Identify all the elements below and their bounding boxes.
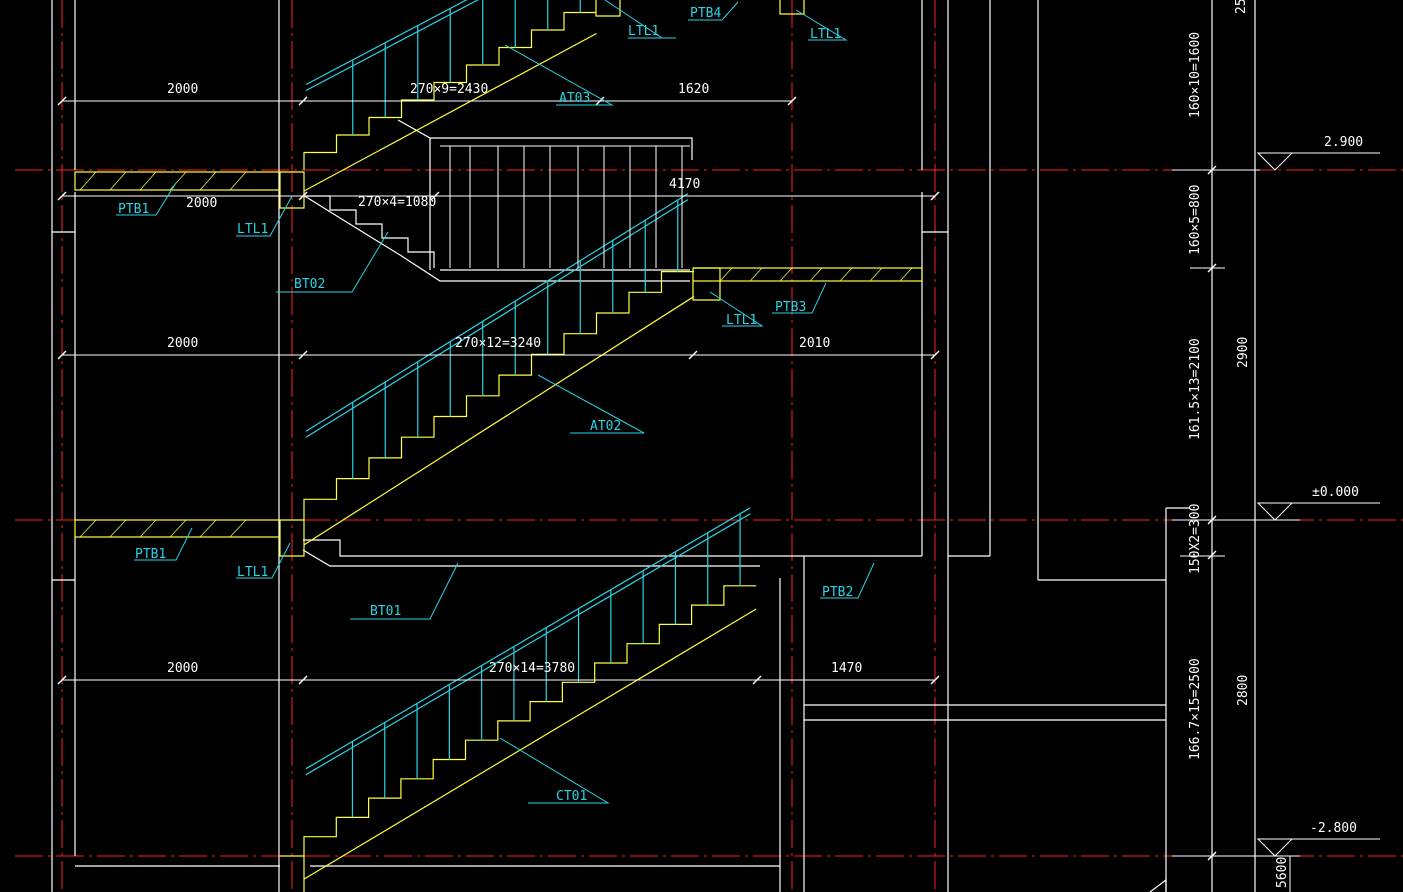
dimension-texts: 2000 270×9=2430 1620 2000 270×4=1080 417… — [167, 82, 862, 676]
label-ptb2: PTB2 — [822, 585, 853, 600]
dim-text: 161.5×13=2100 — [1188, 338, 1203, 440]
landing-railing — [440, 145, 690, 268]
handrail — [305, 193, 689, 432]
label-ltl1: LTL1 — [810, 27, 841, 42]
handrail — [305, 199, 689, 438]
stair-steps — [303, 11, 597, 170]
dim-text: 166.7×15=2500 — [1188, 658, 1203, 760]
dim-text: 5600 — [1275, 857, 1290, 888]
label-bt02: BT02 — [294, 277, 325, 292]
leader-lines — [116, 0, 875, 804]
dim-text: 160×5=800 — [1188, 185, 1203, 255]
floor-slabs — [74, 0, 923, 892]
dim-text: 2000 — [167, 661, 198, 676]
stair-steps — [304, 195, 435, 268]
stair-soffit — [303, 608, 757, 880]
elevation-texts: 2.900 ±0.000 -2.800 — [1310, 135, 1363, 836]
dim-text: 2000 — [167, 336, 198, 351]
elevation-text: ±0.000 — [1312, 485, 1359, 500]
railings — [305, 0, 751, 818]
handrail — [305, 0, 479, 92]
label-ct01: CT01 — [556, 789, 587, 804]
dim-text: 150X2=300 — [1188, 504, 1203, 574]
stair-flights — [303, 11, 757, 880]
label-ltl1: LTL1 — [237, 565, 268, 580]
stair-steps — [303, 585, 757, 856]
elevation-text: 2.900 — [1324, 135, 1363, 150]
vertical-dimension-texts: 25 160×10=1600 160×5=800 161.5×13=2100 2… — [1188, 0, 1290, 888]
dim-text: 1620 — [678, 82, 709, 97]
dim-text: 2900 — [1236, 337, 1251, 368]
dim-text: 1470 — [831, 661, 862, 676]
handrail — [305, 0, 468, 86]
label-ptb3: PTB3 — [775, 300, 806, 315]
dim-text: 270×9=2430 — [410, 82, 488, 97]
handrail — [305, 507, 751, 770]
axis-lines — [15, 0, 1403, 892]
walls — [51, 0, 1256, 892]
dimension-lines — [57, 0, 1380, 892]
label-ltl1: LTL1 — [628, 24, 659, 39]
dim-text: 2800 — [1236, 675, 1251, 706]
label-ltl1: LTL1 — [726, 313, 757, 328]
stair-soffit — [303, 32, 597, 192]
label-ptb1: PTB1 — [135, 547, 166, 562]
label-at03: AT03 — [559, 91, 590, 106]
dim-text: 270×4=1080 — [358, 195, 436, 210]
dim-text: 2010 — [799, 336, 830, 351]
elevation-text: -2.800 — [1310, 821, 1357, 836]
label-ptb4: PTB4 — [690, 6, 721, 21]
label-ptb1: PTB1 — [118, 202, 149, 217]
label-at02: AT02 — [590, 419, 621, 434]
dim-text: 25 — [1234, 0, 1249, 14]
stair-steps — [303, 271, 694, 520]
stair-soffit — [303, 295, 695, 546]
handrail — [305, 513, 751, 776]
dim-text: 2000 — [167, 82, 198, 97]
dim-text: 2000 — [186, 196, 217, 211]
dim-text: 270×14=3780 — [489, 661, 575, 676]
label-ltl1: LTL1 — [237, 222, 268, 237]
dim-text: 160×10=1600 — [1188, 32, 1203, 118]
dim-text: 270×12=3240 — [455, 336, 541, 351]
label-bt01: BT01 — [370, 604, 401, 619]
dim-text: 4170 — [669, 177, 700, 192]
component-labels: PTB4 LTL1 LTL1 AT03 PTB1 LTL1 BT02 LTL1 … — [118, 6, 853, 804]
